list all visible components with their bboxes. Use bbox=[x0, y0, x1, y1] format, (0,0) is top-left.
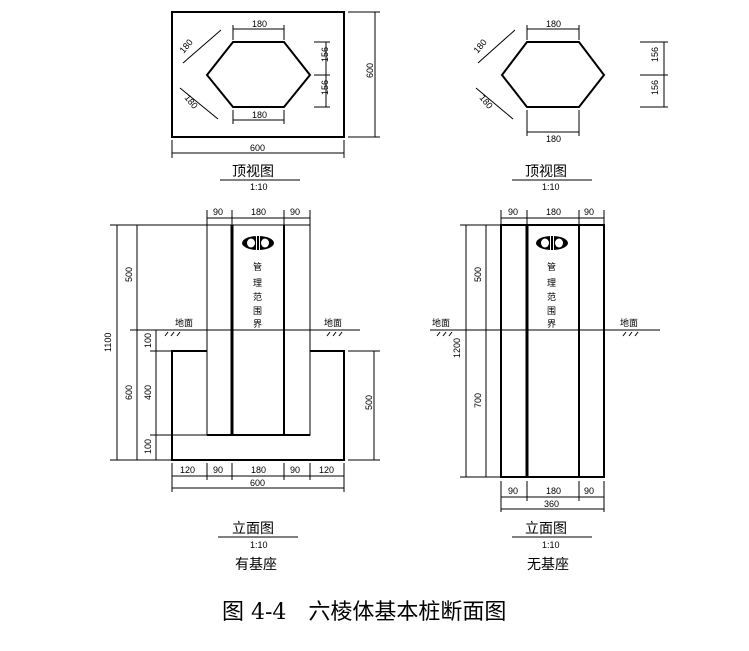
dim-top-right: 90 bbox=[584, 207, 594, 217]
figure-caption: 图 4-4 六棱体基本桩断面图 bbox=[222, 600, 506, 625]
dim-bottom-1: 120 bbox=[180, 465, 195, 475]
dim-bottom-3: 90 bbox=[584, 486, 594, 496]
dim-above-ground: 500 bbox=[473, 267, 483, 282]
elevation-with-base: 90 180 90 管 理 范 围 界 地面 地面 11 bbox=[103, 207, 380, 573]
dim-slant-upper: 180 bbox=[472, 37, 489, 55]
emblem-icon bbox=[536, 236, 568, 250]
dim-total-height: 1100 bbox=[103, 333, 113, 352]
post-char-5: 界 bbox=[253, 319, 262, 330]
dim-half-height-upper: 156 bbox=[320, 47, 330, 62]
dim-below-ground: 700 bbox=[473, 393, 483, 408]
emblem-icon bbox=[242, 236, 274, 250]
ground-label-left: 地面 bbox=[432, 317, 450, 329]
dim-slant-lower: 180 bbox=[182, 93, 199, 111]
post-char-1: 管 bbox=[547, 261, 556, 273]
dim-below-ground: 600 bbox=[124, 385, 134, 400]
post-char-3: 范 bbox=[253, 291, 262, 303]
with-base-label: 有基座 bbox=[235, 556, 277, 573]
dim-bottom-5: 120 bbox=[319, 465, 334, 475]
ground-label-right: 地面 bbox=[620, 317, 638, 329]
post-char-2: 理 bbox=[547, 278, 556, 289]
dim-bottom-edge: 180 bbox=[546, 134, 561, 144]
top-view-without-base: 180 180 180 180 156 156 顶视图 1:10 bbox=[472, 19, 668, 192]
dim-embed: 400 bbox=[143, 385, 153, 400]
dim-half-height-lower: 156 bbox=[320, 80, 330, 95]
base-block bbox=[171, 350, 345, 461]
dim-base-width: 600 bbox=[250, 143, 265, 153]
dim-bottom-3: 180 bbox=[251, 465, 266, 475]
elevation-title-right: 立面图 bbox=[525, 521, 567, 537]
post-char-4: 围 bbox=[253, 306, 262, 317]
post-char-5: 界 bbox=[547, 319, 556, 330]
post-char-3: 范 bbox=[547, 291, 556, 303]
top-view-title-left: 顶视图 bbox=[232, 164, 274, 180]
dim-top-edge: 180 bbox=[252, 19, 267, 29]
dim-slant-upper: 180 bbox=[178, 37, 195, 55]
top-view-scale-left: 1:10 bbox=[250, 182, 268, 192]
dim-above-ground: 500 bbox=[124, 267, 134, 282]
pile-post bbox=[500, 224, 605, 478]
without-base-label: 无基座 bbox=[527, 556, 569, 573]
elevation-title-left: 立面图 bbox=[232, 521, 274, 537]
dim-bottom-total: 600 bbox=[250, 478, 265, 488]
hexagon-section bbox=[205, 41, 312, 108]
dim-bottom-1: 90 bbox=[508, 486, 518, 496]
post-char-2: 理 bbox=[253, 278, 262, 289]
dim-top-mid: 180 bbox=[251, 207, 266, 217]
dim-base-depth: 600 bbox=[365, 63, 375, 78]
dim-cover-bottom: 100 bbox=[143, 439, 153, 454]
dim-bottom-2: 180 bbox=[546, 486, 561, 496]
dim-top-mid: 180 bbox=[546, 207, 561, 217]
ground-label-right: 地面 bbox=[324, 317, 342, 329]
dim-total-height: 1200 bbox=[452, 338, 462, 358]
dim-top-left: 90 bbox=[213, 207, 223, 217]
base-outline-top bbox=[171, 11, 345, 138]
post-char-1: 管 bbox=[253, 261, 262, 273]
dim-top-left: 90 bbox=[508, 207, 518, 217]
dim-base-height: 500 bbox=[364, 395, 374, 410]
dim-slant-lower: 180 bbox=[477, 93, 494, 111]
ground-label-left: 地面 bbox=[175, 317, 193, 329]
dim-top-right: 90 bbox=[290, 207, 300, 217]
dim-half-height-upper: 156 bbox=[650, 47, 660, 62]
elevation-without-base: 90 180 90 管 理 范 围 界 地面 地面 1200 500 700 bbox=[430, 207, 660, 573]
post-char-4: 围 bbox=[547, 306, 556, 317]
dim-half-height-lower: 156 bbox=[650, 80, 660, 95]
dim-bottom-2: 90 bbox=[213, 465, 223, 475]
elevation-scale-right: 1:10 bbox=[542, 540, 560, 550]
dim-bottom-4: 90 bbox=[290, 465, 300, 475]
top-view-scale-right: 1:10 bbox=[542, 182, 560, 192]
hexagon-section bbox=[500, 41, 606, 108]
dim-bottom-edge: 180 bbox=[252, 110, 267, 120]
top-view-title-right: 顶视图 bbox=[525, 164, 567, 180]
dim-top-edge: 180 bbox=[546, 19, 561, 29]
top-view-with-base: 180 180 180 180 156 156 600 600 顶视图 1:10 bbox=[171, 11, 380, 192]
dim-bottom-total: 360 bbox=[544, 499, 559, 509]
elevation-scale-left: 1:10 bbox=[250, 540, 268, 550]
dim-cover-top: 100 bbox=[143, 333, 153, 348]
